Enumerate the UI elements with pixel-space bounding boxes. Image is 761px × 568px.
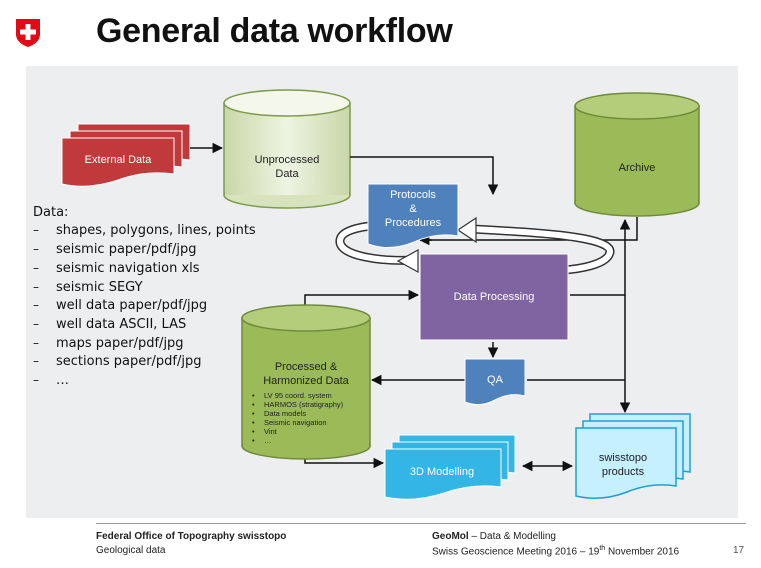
svg-text:•: • — [252, 418, 255, 427]
data-list-item: seismic navigation xls — [56, 261, 200, 276]
archive-node: Archive — [574, 92, 700, 217]
svg-text:–: – — [33, 373, 39, 387]
protocols-line3: Procedures — [385, 217, 442, 229]
processed-item: HARMOS (stratigraphy) — [264, 400, 344, 409]
products-node: swisstopo products — [575, 413, 691, 499]
external-data-node: External Data — [61, 123, 191, 187]
footer-meeting: Swiss Geoscience Meeting 2016 – 19th Nov… — [432, 545, 680, 558]
qa-label: QA — [487, 374, 504, 386]
svg-text:•: • — [252, 427, 255, 436]
svg-text:–: – — [33, 223, 39, 237]
external-data-label: External Data — [85, 154, 153, 166]
data-processing-node: Data Processing — [419, 253, 569, 341]
swiss-cross-shield-icon — [16, 19, 40, 47]
processed-item: LV 95 coord. system — [264, 391, 332, 400]
unprocessed-data-node: Unprocessed Data — [223, 89, 351, 209]
data-list-item: maps paper/pdf/jpg — [56, 336, 184, 351]
data-list-item: … — [56, 373, 69, 388]
svg-text:•: • — [252, 400, 255, 409]
processed-line2: Harmonized Data — [263, 375, 349, 387]
data-list-item: sections paper/pdf/jpg — [56, 354, 202, 369]
slide-title: General data workflow — [96, 12, 453, 50]
footer-project-name: GeoMol — [432, 531, 469, 542]
svg-text:•: • — [252, 436, 255, 445]
processed-data-node: Processed & Harmonized Data • LV 95 coord… — [241, 304, 371, 460]
protocols-line1: Protocols — [390, 189, 436, 201]
svg-text:•: • — [252, 391, 255, 400]
qa-node: QA — [464, 358, 526, 406]
svg-text:–: – — [33, 354, 39, 368]
processed-item: Seismic navigation — [264, 418, 327, 427]
svg-text:–: – — [33, 261, 39, 275]
circular-arrow — [335, 216, 615, 275]
data-processing-label: Data Processing — [454, 291, 535, 303]
modelling-label: 3D Modelling — [410, 466, 474, 478]
protocols-node: Protocols & Procedures — [367, 183, 459, 248]
modelling-node: 3D Modelling — [384, 434, 516, 500]
processed-items: • LV 95 coord. system • HARMOS (stratigrap… — [252, 391, 344, 445]
data-list-item: shapes, polygons, lines, points — [56, 223, 256, 238]
products-line1: swisstopo — [599, 452, 647, 464]
svg-text:–: – — [33, 298, 39, 312]
page-number: 17 — [733, 545, 745, 556]
data-list: Data: – – – – – – – – – shapes, polygons… — [33, 205, 256, 388]
data-list-item: well data paper/pdf/jpg — [56, 298, 207, 313]
data-list-heading: Data: — [33, 205, 68, 220]
svg-text:–: – — [33, 317, 39, 331]
data-list-item: well data ASCII, LAS — [56, 317, 186, 332]
footer-org: Federal Office of Topography swisstopo — [96, 531, 287, 542]
products-line2: products — [602, 466, 645, 478]
footer-divider — [96, 523, 746, 524]
footer-dept: Geological data — [96, 545, 166, 556]
processed-item: Vint — [264, 427, 278, 436]
data-list-bullets: – – – – – – – – – — [33, 223, 39, 387]
unprocessed-label-line1: Unprocessed — [255, 154, 320, 166]
footer-project: GeoMol – Data & Modelling — [432, 531, 556, 542]
processed-item: Data models — [264, 409, 306, 418]
data-list-item: seismic SEGY — [56, 280, 143, 295]
protocols-line2: & — [409, 203, 417, 215]
svg-text:•: • — [252, 409, 255, 418]
svg-text:–: – — [33, 242, 39, 256]
archive-label: Archive — [619, 162, 656, 174]
svg-text:–: – — [33, 336, 39, 350]
processed-line1: Processed & — [275, 361, 338, 373]
unprocessed-label-line2: Data — [275, 168, 299, 180]
processed-item: … — [264, 436, 272, 445]
svg-text:–: – — [33, 280, 39, 294]
data-list-item: seismic paper/pdf/jpg — [56, 242, 196, 257]
footer-project-rest: – Data & Modelling — [468, 531, 556, 542]
